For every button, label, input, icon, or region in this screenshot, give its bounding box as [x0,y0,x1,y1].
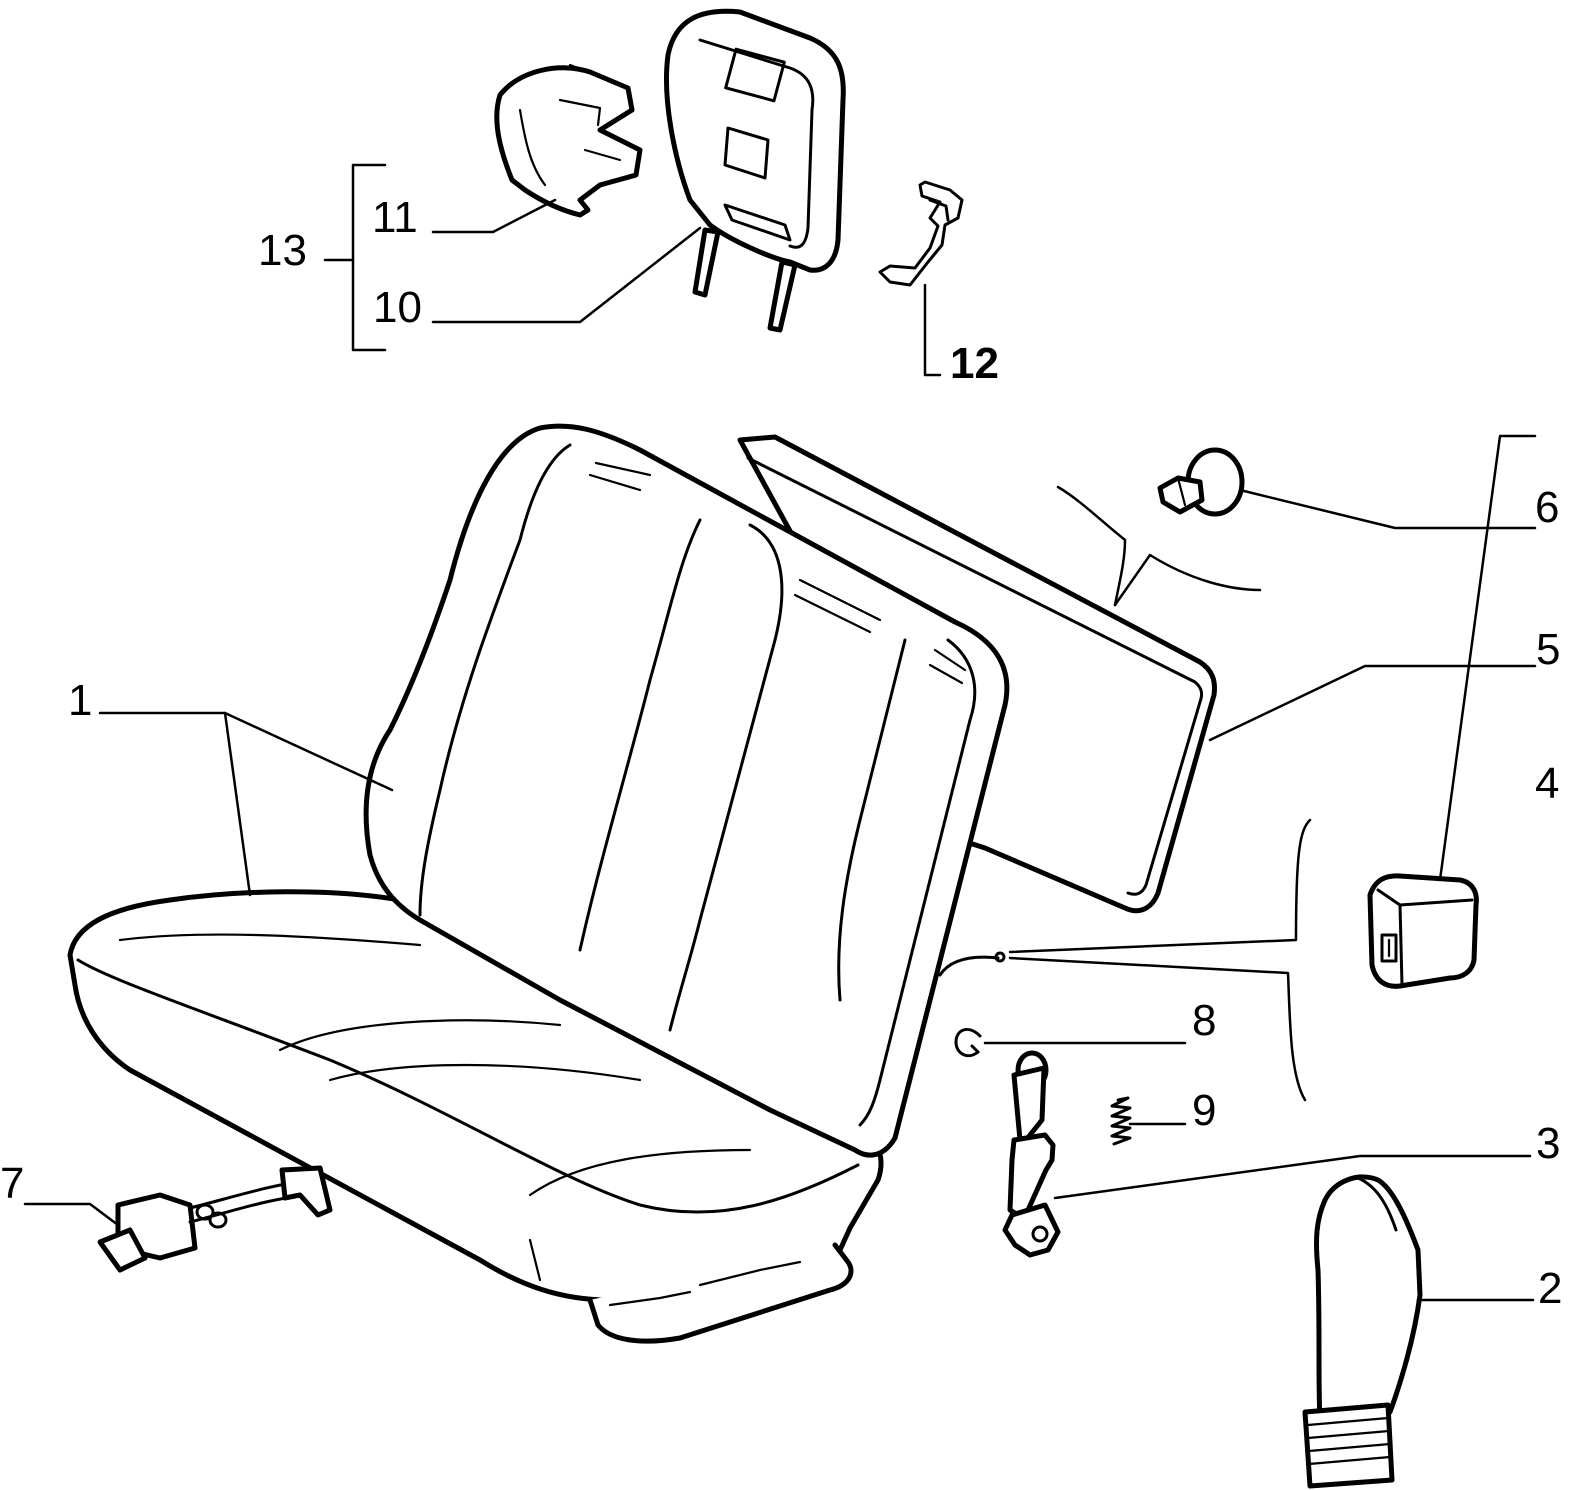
leader-3 [1053,1154,1532,1200]
spring-icon [1110,1096,1132,1146]
wire-hook-icon [878,180,964,287]
callout-9: 9 [1192,1086,1216,1135]
callout-4: 4 [1535,759,1559,808]
callout-13: 13 [258,226,307,275]
circlip-icon [954,1027,982,1058]
bracket-13 [351,163,387,352]
push-clip-icon [1157,447,1245,517]
leader-5 [1208,664,1537,742]
leader-12 [923,283,942,377]
release-lever-knob-icon [1302,1174,1423,1489]
callout-10: 10 [373,283,422,332]
leader-1 [98,711,394,792]
leader-4 [1438,434,1537,882]
callout-5: 5 [1536,625,1560,674]
callout-3: 3 [1536,1119,1560,1168]
rear-seat-bench-icon [67,423,1010,1344]
cover-cap-icon [1367,873,1479,989]
callout-6: 6 [1535,483,1559,532]
callout-7: 7 [0,1159,24,1208]
strut-link-icon [1002,1050,1061,1258]
leader-lines [23,163,1537,1302]
headrest-guide-icon [494,63,643,218]
callout-2: 2 [1538,1264,1562,1313]
leader-11 [431,198,557,234]
headrest-icon [664,8,846,333]
callout-labels: 13 11 10 12 6 5 4 1 8 9 3 2 7 [0,193,1562,1313]
leader-10 [431,226,702,324]
callout-8: 8 [1192,996,1216,1045]
leader-7 [23,1202,120,1227]
callout-1: 1 [68,676,92,725]
connector-harness-icon [97,1165,333,1273]
callout-11: 11 [372,193,418,242]
callout-12: 12 [950,339,999,388]
